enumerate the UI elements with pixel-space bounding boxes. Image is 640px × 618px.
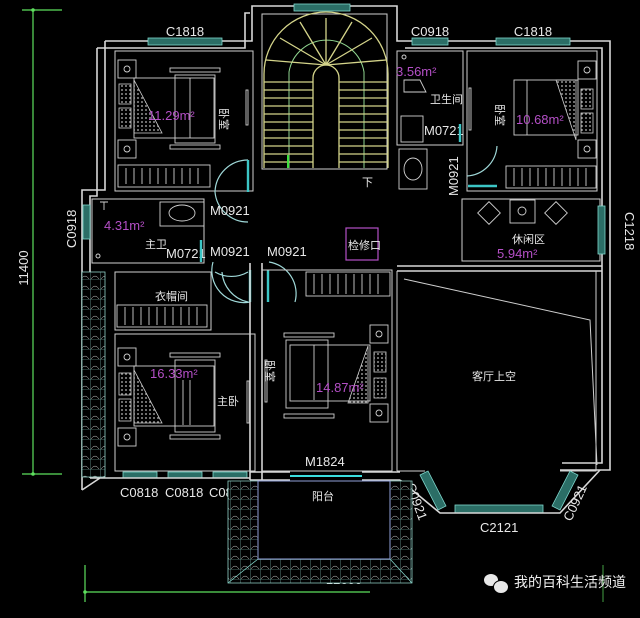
leisure-area: 5.94m² — [497, 246, 538, 261]
tile-strip-west — [81, 271, 106, 478]
dimension-vertical: 11400 — [16, 8, 62, 476]
bath-n-name: 卫生间 — [430, 92, 463, 106]
master-bath-area: 4.31m² — [104, 218, 145, 233]
room-balcony: 阳台 — [227, 480, 413, 584]
door-corridor-3-label: M0921 — [267, 244, 307, 259]
window-n-bath — [411, 37, 449, 46]
window-e — [597, 205, 606, 255]
door-bath-n-label: M0721 — [424, 123, 464, 138]
outer-walls — [81, 5, 611, 490]
leisure-name: 休闲区 — [512, 232, 545, 246]
window-nw-label: C1818 — [166, 24, 204, 39]
bedroom-nw-area: 11.29m² — [148, 108, 195, 123]
window-n-bath-label: C0918 — [411, 24, 449, 39]
bay-windows: C0921 C2121 C0921 — [399, 469, 601, 535]
room-leisure: C1218 休闲区 5.94m² — [461, 198, 637, 262]
window-w-bath — [82, 204, 91, 240]
door-corridor-1-label: M0921 — [210, 203, 250, 218]
bedroom-ne-area: 10.68m² — [516, 112, 564, 127]
room-living-void: 客厅上空 — [396, 271, 598, 472]
staircase: 下 — [261, 11, 389, 189]
window-top — [293, 3, 351, 12]
door-bedroom-ne-label: M0921 — [446, 156, 461, 196]
access-hatch — [345, 227, 379, 261]
window-bay-center-label: C2121 — [480, 520, 518, 535]
room-bedroom-s: 14.87m² 卧室 M1824 — [261, 269, 393, 472]
room-cloakroom: 衣帽间 — [114, 271, 212, 331]
window-nw — [147, 37, 223, 46]
watermark: 我的百科生活频道 — [484, 572, 626, 594]
stair-down-label: 下 — [362, 176, 373, 189]
living-void-name: 客厅上空 — [472, 369, 516, 383]
corridor: M0921 M0921 M0921 检修口 — [210, 159, 381, 480]
bedroom-s-name: 卧室 — [263, 360, 277, 382]
door-master-bath-label: M0721 — [166, 246, 206, 261]
dimension-height-label: 11400 — [16, 250, 31, 285]
window-w-bath-label: C0918 — [64, 210, 79, 248]
door-balcony-label: M1824 — [305, 454, 345, 469]
room-bath-n: C0918 3.56m² 卫生间 M0721 — [396, 24, 464, 190]
bedroom-ne-name: 卧室 — [493, 104, 507, 126]
watermark-text: 我的百科生活频道 — [514, 575, 626, 591]
room-bedroom-nw: C1818 11.29m² 卧室 — [114, 24, 254, 192]
window-ne-label: C1818 — [514, 24, 552, 39]
bedroom-s-area: 14.87m² — [316, 380, 364, 395]
room-bedroom-ne: C1818 10.68m² 卧室 M0921 — [446, 24, 598, 196]
wechat-icon — [484, 572, 509, 594]
window-e-label: C1218 — [622, 212, 637, 250]
master-bedroom-name: 主卧 — [217, 395, 239, 408]
room-master-bath: C0918 4.31m² 主卫 M0721 — [64, 198, 206, 264]
window-s1-label: C0818 — [120, 485, 158, 500]
window-ne — [495, 37, 571, 46]
room-master-bedroom: 16.33m² 主卧 — [114, 333, 256, 472]
master-bedroom-area: 16.33m² — [150, 366, 198, 381]
door-corridor-2-label: M0921 — [210, 244, 250, 259]
window-s2-label: C0818 — [165, 485, 203, 500]
cloakroom-name: 衣帽间 — [155, 289, 188, 303]
bath-n-area: 3.56m² — [396, 64, 437, 79]
master-bath-name: 主卫 — [145, 238, 167, 251]
access-hatch-label: 检修口 — [348, 238, 381, 252]
bedroom-nw-name: 卧室 — [217, 108, 231, 130]
balcony-name: 阳台 — [312, 489, 334, 503]
